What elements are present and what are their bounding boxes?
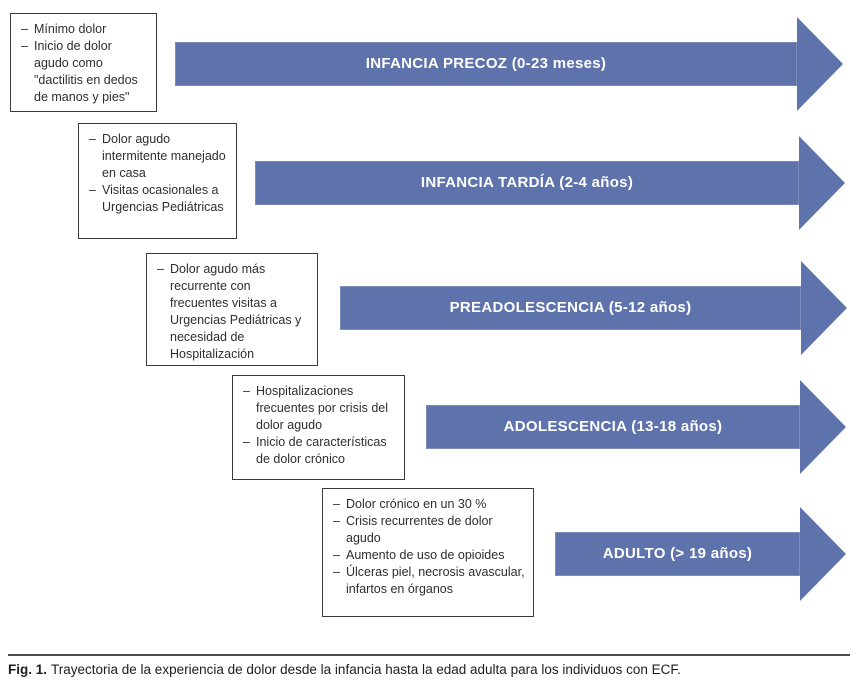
arrow-body: ADOLESCENCIA (13-18 años) — [426, 404, 800, 449]
note-list: Dolor agudo más recurrente con frecuente… — [157, 261, 309, 363]
stage-arrow-infancia-precoz: INFANCIA PRECOZ (0-23 meses) — [175, 16, 843, 111]
note-item: Mínimo dolor — [21, 21, 148, 38]
stage-arrow-infancia-tardia: INFANCIA TARDÍA (2-4 años) — [255, 135, 845, 230]
arrow-body: INFANCIA PRECOZ (0-23 meses) — [175, 41, 797, 86]
stage-label: INFANCIA PRECOZ (0-23 meses) — [365, 55, 607, 72]
note-box-adulto: Dolor crónico en un 30 % Crisis recurren… — [322, 488, 534, 617]
arrow-head — [801, 260, 847, 355]
arrow-head — [799, 135, 845, 230]
note-box-preadolescencia: Dolor agudo más recurrente con frecuente… — [146, 253, 318, 366]
note-box-infancia-precoz: Mínimo dolor Inicio de dolor agudo como … — [10, 13, 157, 112]
note-list: Dolor crónico en un 30 % Crisis recurren… — [333, 496, 525, 598]
arrow-head — [800, 379, 846, 474]
note-item: Dolor agudo intermitente manejado en cas… — [89, 131, 228, 182]
note-item: Dolor agudo más recurrente con frecuente… — [157, 261, 309, 363]
arrow-head — [800, 506, 846, 601]
stage-arrow-adulto: ADULTO (> 19 años) — [555, 506, 846, 601]
arrow-body: PREADOLESCENCIA (5-12 años) — [340, 285, 801, 330]
caption-text: Trayectoria de la experiencia de dolor d… — [51, 662, 681, 677]
note-item: Visitas ocasionales a Urgencias Pediátri… — [89, 182, 228, 216]
note-item: Aumento de uso de opioides — [333, 547, 525, 564]
note-box-infancia-tardia: Dolor agudo intermitente manejado en cas… — [78, 123, 237, 239]
figure-caption: Fig. 1.Trayectoria de la experiencia de … — [8, 662, 850, 677]
note-list: Mínimo dolor Inicio de dolor agudo como … — [21, 21, 148, 106]
note-box-adolescencia: Hospitalizaciones frecuentes por crisis … — [232, 375, 405, 480]
note-list: Hospitalizaciones frecuentes por crisis … — [243, 383, 396, 468]
stage-arrow-preadolescencia: PREADOLESCENCIA (5-12 años) — [340, 260, 847, 355]
note-item: Inicio de dolor agudo como "dactilitis e… — [21, 38, 148, 106]
stage-arrow-adolescencia: ADOLESCENCIA (13-18 años) — [426, 379, 846, 474]
note-item: Inicio de características de dolor cróni… — [243, 434, 396, 468]
stage-label: INFANCIA TARDÍA (2-4 años) — [420, 174, 634, 191]
note-item: Úlceras piel, necrosis avascular, infart… — [333, 564, 525, 598]
stage-label: PREADOLESCENCIA (5-12 años) — [449, 299, 692, 316]
arrow-head — [797, 16, 843, 111]
arrow-body: ADULTO (> 19 años) — [555, 531, 800, 576]
arrow-body: INFANCIA TARDÍA (2-4 años) — [255, 160, 799, 205]
caption-divider — [8, 654, 850, 656]
note-item: Crisis recurrentes de dolor agudo — [333, 513, 525, 547]
stage-label: ADOLESCENCIA (13-18 años) — [503, 418, 723, 435]
caption-label: Fig. 1. — [8, 662, 48, 677]
note-item: Hospitalizaciones frecuentes por crisis … — [243, 383, 396, 434]
stage-label: ADULTO (> 19 años) — [602, 545, 753, 562]
note-item: Dolor crónico en un 30 % — [333, 496, 525, 513]
note-list: Dolor agudo intermitente manejado en cas… — [89, 131, 228, 216]
